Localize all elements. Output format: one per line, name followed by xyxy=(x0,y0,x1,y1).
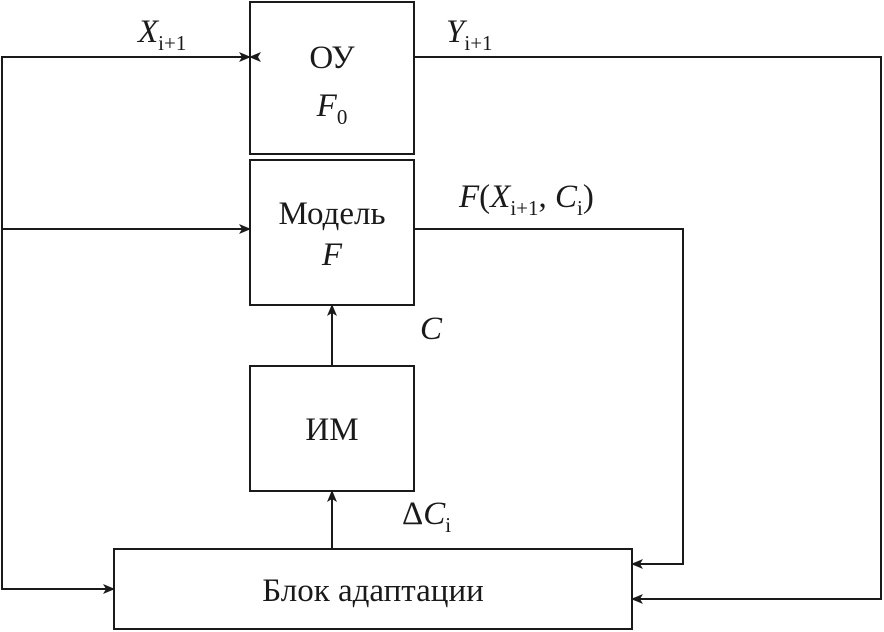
model-output-paren-close: ) xyxy=(583,179,594,215)
ou-output-wire xyxy=(414,56,882,604)
delta-symbol: Δ xyxy=(402,496,423,532)
delta-c-var: C xyxy=(423,496,446,532)
adaptation-label: Блок адаптации xyxy=(262,573,484,609)
im-label: ИМ xyxy=(305,412,358,448)
model-output-c-var: C xyxy=(555,179,578,215)
input-wire-to-adaptation xyxy=(1,562,115,594)
model-output-f: F xyxy=(458,179,480,215)
delta-c-sub: i xyxy=(445,513,451,537)
delta-c-signal-label: ΔCi xyxy=(402,496,451,537)
model-output-c-sub: i xyxy=(577,196,583,220)
model-output-paren-open: ( xyxy=(479,179,490,215)
im-block: ИМ xyxy=(249,365,415,492)
model-output-x-sub: i+1 xyxy=(510,196,538,220)
ou-label: ОУ xyxy=(309,40,355,76)
input-signal-sub: i+1 xyxy=(158,31,186,55)
model-function-label: F xyxy=(321,237,343,273)
ou-function-sub: 0 xyxy=(337,105,348,129)
ou-function-var: F xyxy=(316,88,338,124)
c-signal-label: C xyxy=(420,311,443,347)
input-signal-label: Xi+1 xyxy=(136,14,186,55)
model-output-x-var: X xyxy=(488,179,512,215)
adaptation-block: Блок адаптации xyxy=(113,548,633,630)
ou-block: ОУ F0 xyxy=(249,1,415,155)
model-block: Модель F xyxy=(249,159,415,306)
model-output-wire xyxy=(414,228,684,569)
output-signal-sub: i+1 xyxy=(464,31,492,55)
output-signal-var: Y xyxy=(446,14,468,50)
input-wire-to-ou xyxy=(1,52,261,562)
model-output-label: F(Xi+1, Ci) xyxy=(458,179,594,220)
ou-function-label: F0 xyxy=(316,88,348,129)
model-output-sep: , xyxy=(539,179,556,215)
input-signal-var: X xyxy=(136,14,160,50)
model-label: Модель xyxy=(278,196,385,232)
output-signal-label: Yi+1 xyxy=(446,14,493,55)
